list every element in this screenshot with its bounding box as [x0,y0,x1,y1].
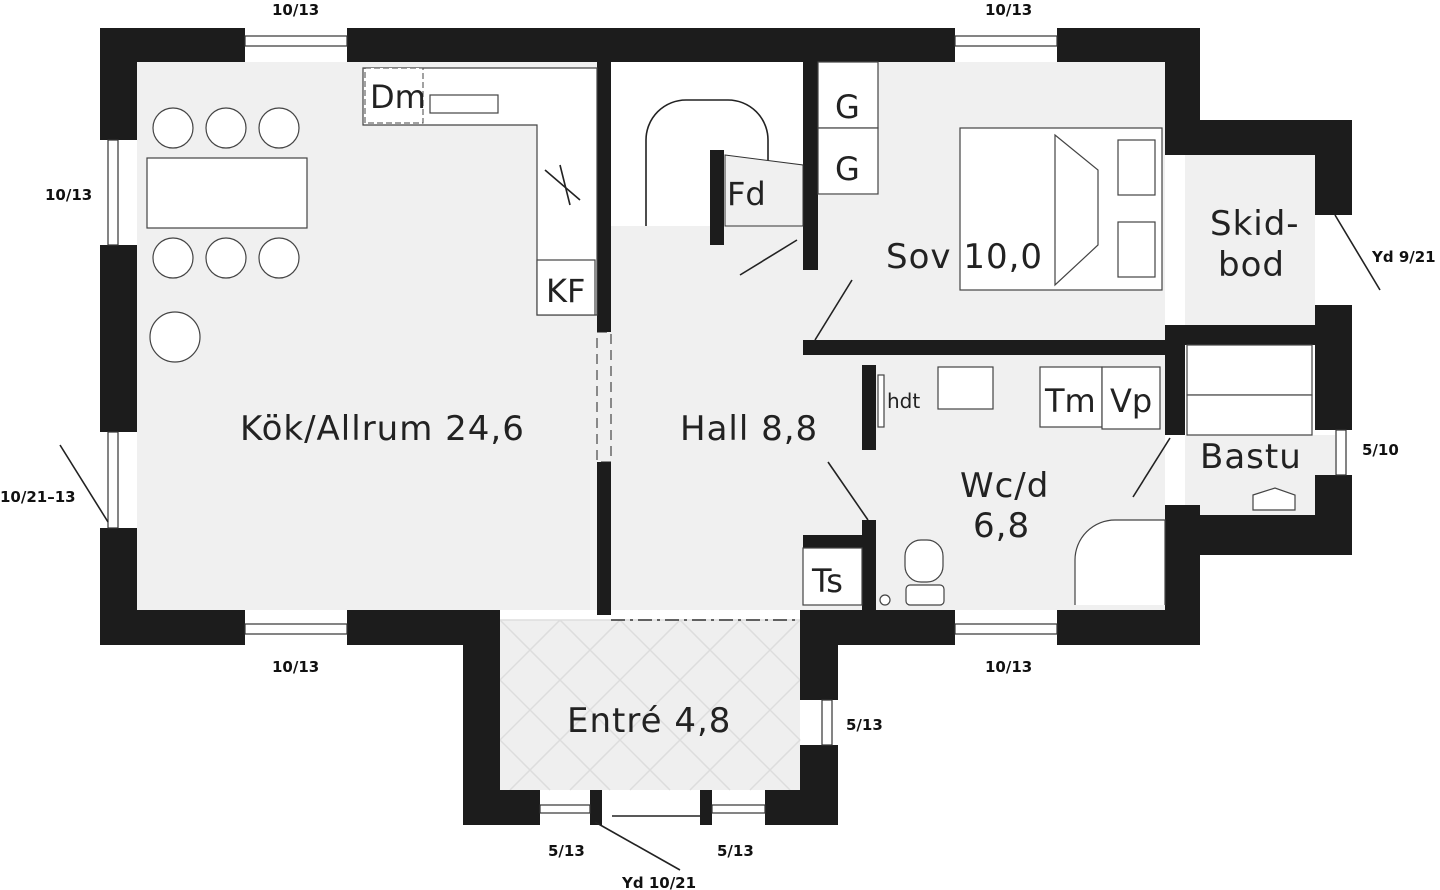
window-label-bottom-right: 10/13 [985,658,1032,676]
window-label-bastu: 5/10 [1362,441,1399,459]
towel-rail-label: hdt [887,389,920,413]
door-label-skidbod: Yd 9/21 [1371,248,1436,266]
windows [107,35,1347,817]
room-label-bastu: Bastu [1200,437,1302,477]
attic-stair-label: Fd [727,175,766,213]
walls [100,28,1352,825]
room-label-entre: Entré 4,8 [567,701,731,741]
wardrobe-label-1: G [835,88,860,126]
door-label-entre: Yd 10/21 [621,874,696,890]
dishwasher-label: Dm [370,78,426,116]
window-label-top-left: 10/13 [272,1,319,19]
room-label-skidbod-1: Skid- [1210,204,1300,244]
window-label-left-lower: 10/21–13 [0,488,76,506]
furniture [146,61,1313,606]
window-label-left-upper: 10/13 [45,186,92,204]
room-label-wc-name: Wc/d [960,466,1049,506]
room-label-kitchen: Kök/Allrum 24,6 [240,409,525,449]
drying-cabinet-label: Ts [811,562,843,600]
window-label-entre-right: 5/13 [846,716,883,734]
window-label-top-right: 10/13 [985,1,1032,19]
door-swings [59,214,1381,871]
room-label-wc-area: 6,8 [973,506,1030,546]
room-label-hall: Hall 8,8 [680,409,818,449]
fridge-label: KF [546,272,585,310]
washer-label: Vp [1110,382,1152,420]
window-label-bottom-left: 10/13 [272,658,319,676]
room-label-skidbod-2: bod [1218,245,1285,285]
window-label-entre-bottom-right: 5/13 [717,842,754,860]
room-label-bedroom: Sov 10,0 [886,237,1043,277]
dryer-label: Tm [1044,382,1096,420]
wardrobe-label-2: G [835,150,860,188]
window-label-entre-bottom-left: 5/13 [548,842,585,860]
